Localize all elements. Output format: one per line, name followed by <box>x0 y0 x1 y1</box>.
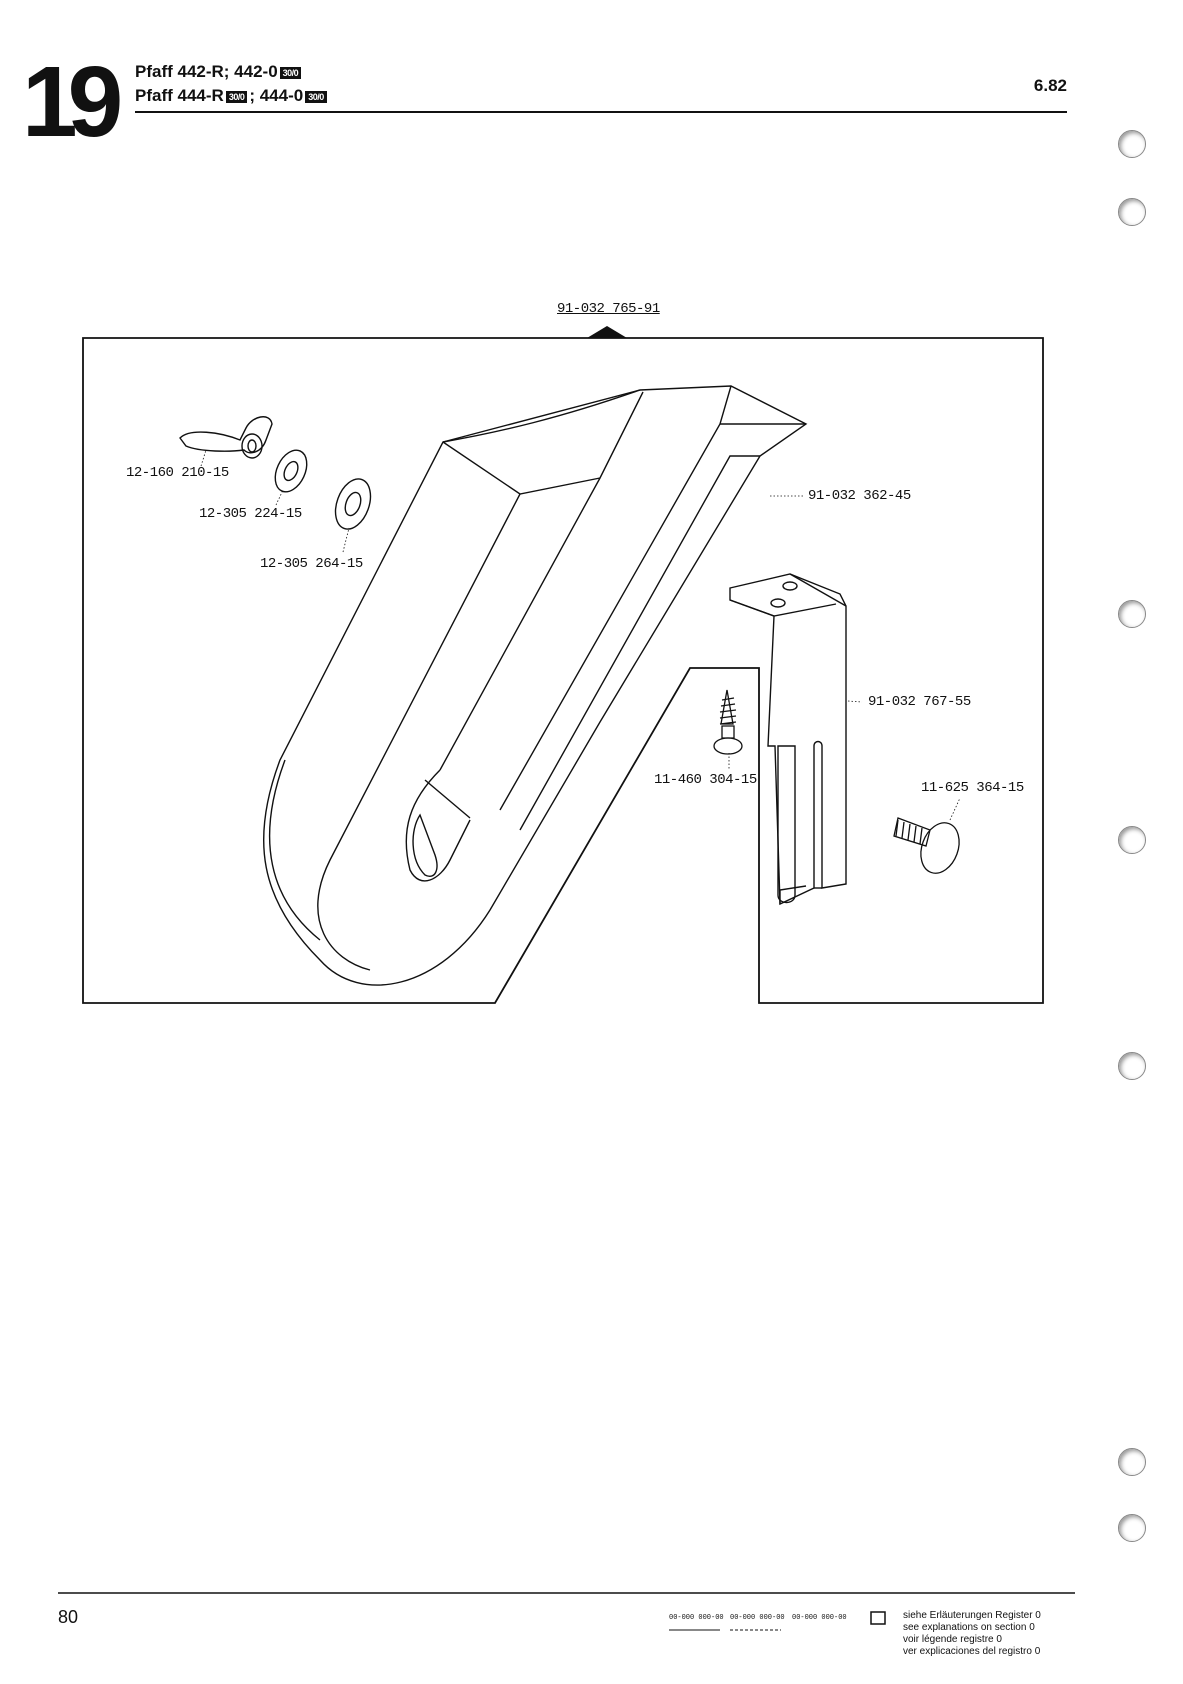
legend-sample-dashed: 00-000 000-00 <box>730 1614 785 1622</box>
part-label: 11-460 304-15 <box>654 772 757 788</box>
page-number: 80 <box>58 1607 79 1627</box>
wood-screw-icon <box>713 689 743 755</box>
chain-guard-icon <box>262 385 808 986</box>
model-badge: 30/0 <box>305 90 327 103</box>
binder-hole <box>1118 1052 1146 1080</box>
bracket-icon <box>729 573 847 906</box>
diagram-frame <box>82 337 1044 1004</box>
leader-line <box>847 700 863 703</box>
leader-line <box>342 527 350 553</box>
binder-hole <box>1118 1514 1146 1542</box>
wing-nut-icon <box>179 416 273 459</box>
binder-hole <box>1118 826 1146 854</box>
model-badge: 30/0 <box>279 66 302 79</box>
part-label: 91-032 362-45 <box>808 488 911 504</box>
issue-date: 6.82 <box>1033 76 1067 95</box>
part-label: 11-625 364-15 <box>921 780 1024 796</box>
header-rule <box>135 111 1067 113</box>
leader-line <box>275 489 284 506</box>
part-label: 91-032 767-55 <box>868 694 971 710</box>
binder-hole <box>1118 198 1146 226</box>
leader-line <box>200 449 207 467</box>
legend-sample-plain: 00-000 000-00 <box>792 1614 847 1622</box>
part-label: 12-160 210-15 <box>126 465 229 481</box>
model-badge: 30/0 <box>225 90 248 103</box>
part-label: 12-305 224-15 <box>199 506 302 522</box>
legend-sample-solid: 00-000 000-00 <box>669 1614 724 1622</box>
section-number: 19 <box>22 46 123 158</box>
washer-icon <box>274 449 308 493</box>
binder-hole <box>1118 130 1146 158</box>
assembly-pointer-icon <box>587 326 627 338</box>
binder-hole <box>1118 600 1146 628</box>
leader-line <box>949 797 961 821</box>
binder-hole <box>1118 1448 1146 1476</box>
legend-explanation: siehe Erläuterungen Register 0 see expla… <box>903 1610 1041 1657</box>
bolt-icon <box>893 817 960 874</box>
part-label: 12-305 264-15 <box>260 556 363 572</box>
assembly-number: 91-032 765-91 <box>557 301 660 317</box>
legend-box-icon <box>870 1611 886 1625</box>
washer-icon <box>334 478 372 530</box>
